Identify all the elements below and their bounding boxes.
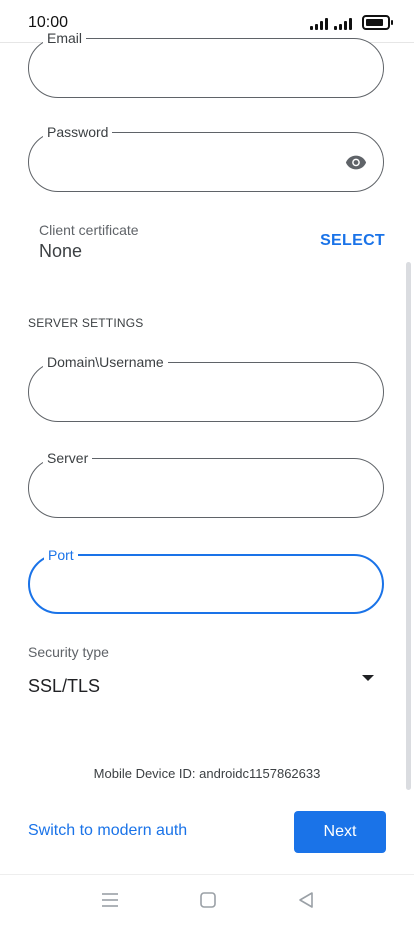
domain-username-field[interactable]: Domain\Username	[28, 353, 384, 422]
signal-icon-2	[334, 18, 352, 30]
status-icons	[310, 15, 393, 30]
security-type-label: Security type	[28, 644, 109, 660]
battery-icon	[362, 15, 393, 30]
server-field[interactable]: Server	[28, 449, 384, 518]
signal-icon	[310, 18, 328, 30]
navigation-bar	[0, 874, 414, 925]
next-button[interactable]: Next	[294, 811, 386, 853]
email-field[interactable]: Email	[28, 29, 384, 98]
port-field[interactable]: Port	[28, 546, 384, 614]
password-field[interactable]: Password	[28, 123, 384, 192]
domain-username-input[interactable]	[47, 377, 351, 409]
status-time: 10:00	[28, 14, 69, 31]
visibility-icon[interactable]	[343, 151, 369, 173]
password-label: Password	[43, 123, 113, 141]
server-label: Server	[43, 449, 93, 467]
scrollbar-thumb[interactable]	[406, 262, 411, 790]
select-certificate-button[interactable]: SELECT	[320, 232, 385, 249]
client-certificate-label: Client certificate	[39, 222, 139, 238]
server-settings-header: SERVER SETTINGS	[28, 316, 144, 330]
switch-modern-auth-link[interactable]: Switch to modern auth	[28, 822, 188, 839]
device-id: Mobile Device ID: androidc1157862633	[93, 766, 321, 781]
password-input[interactable]	[47, 147, 351, 179]
dropdown-arrow-icon[interactable]	[362, 675, 374, 681]
home-icon[interactable]	[194, 887, 222, 913]
server-input[interactable]	[47, 473, 351, 505]
client-certificate-value: None	[39, 241, 83, 261]
email-label: Email	[43, 29, 87, 47]
back-icon[interactable]	[292, 887, 320, 913]
port-input[interactable]	[48, 570, 352, 602]
security-type-value: SSL/TLS	[28, 676, 101, 696]
menu-icon[interactable]	[96, 887, 124, 913]
email-input[interactable]	[47, 53, 351, 85]
domain-username-label: Domain\Username	[43, 353, 168, 371]
port-label: Port	[44, 546, 78, 564]
